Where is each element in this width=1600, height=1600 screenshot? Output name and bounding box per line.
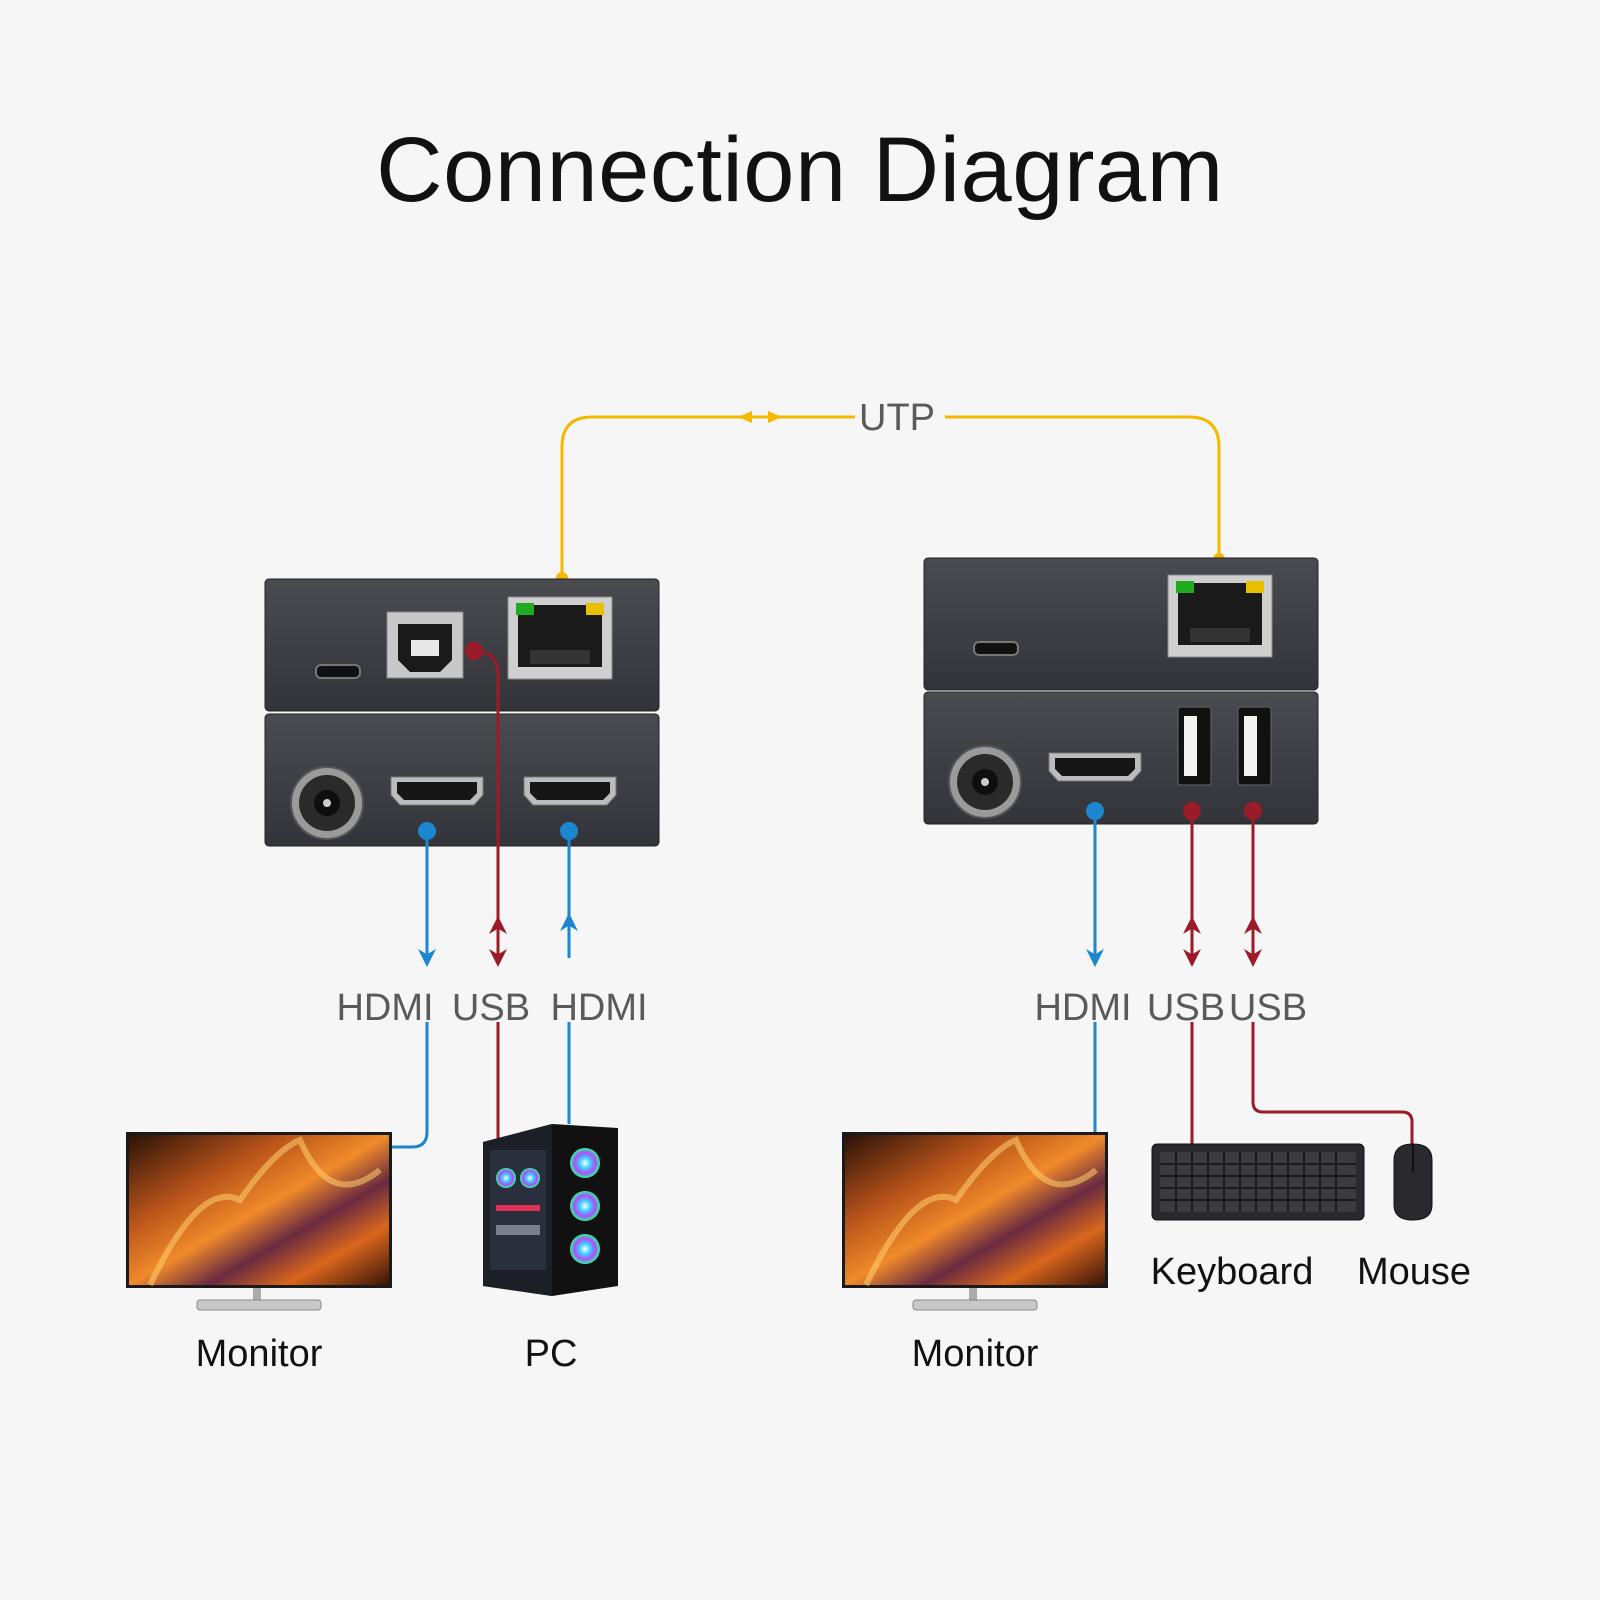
usb-a-port-icon — [1237, 706, 1272, 786]
keyboard-icon — [1151, 1143, 1365, 1221]
rx-usb2-label: USB — [1229, 987, 1307, 1029]
power-jack-icon — [948, 745, 1022, 819]
mouse-icon — [1393, 1143, 1433, 1221]
micro-usb-port-icon — [315, 664, 361, 679]
power-jack-icon — [290, 766, 364, 840]
mouse-label: Mouse — [1357, 1251, 1471, 1293]
pc-tower-icon — [483, 1124, 618, 1296]
rx-hdmi-label: HDMI — [1034, 987, 1131, 1029]
monitor-icon — [842, 1132, 1108, 1311]
rj45-port-icon — [507, 596, 613, 680]
rx-hdmi-cable — [1086, 802, 1104, 1133]
hdmi-port-icon — [390, 776, 484, 806]
tx-monitor-label: Monitor — [196, 1333, 323, 1375]
micro-usb-port-icon — [973, 641, 1019, 656]
rx-monitor-label: Monitor — [912, 1333, 1039, 1375]
transmitter-unit — [264, 578, 660, 847]
usb-b-port-icon — [386, 611, 464, 679]
tx-hdmi-out-label: HDMI — [336, 987, 433, 1029]
hdmi-port-icon — [523, 776, 617, 806]
tx-hdmi-in-cable — [560, 822, 578, 1124]
pc-label: PC — [525, 1333, 578, 1375]
utp-cable: UTP — [556, 397, 1225, 584]
page-title: Connection Diagram — [376, 119, 1224, 221]
monitor-icon — [126, 1132, 392, 1311]
tx-usb-cable — [465, 642, 507, 1143]
receiver-unit — [923, 557, 1319, 825]
rx-usb1-label: USB — [1147, 987, 1225, 1029]
utp-label: UTP — [859, 397, 935, 439]
tx-hdmi-out-cable — [392, 822, 436, 1149]
hdmi-port-icon — [1048, 752, 1142, 782]
tx-usb-label: USB — [452, 987, 530, 1029]
keyboard-label: Keyboard — [1151, 1251, 1314, 1293]
rx-usb2-cable — [1244, 802, 1414, 1144]
bidirectional-arrow-icon — [738, 411, 782, 423]
tx-hdmi-in-label: HDMI — [550, 987, 647, 1029]
rj45-port-icon — [1167, 574, 1273, 658]
usb-a-port-icon — [1177, 706, 1212, 786]
rx-usb1-cable — [1183, 802, 1201, 1144]
